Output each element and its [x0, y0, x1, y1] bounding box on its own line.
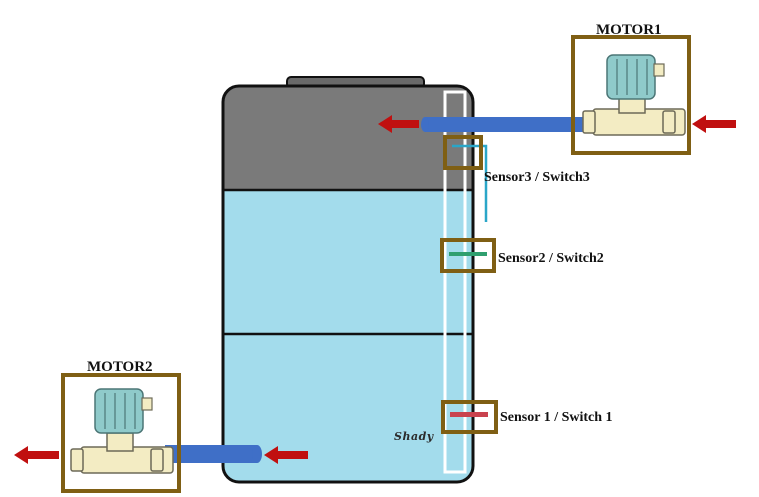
flow-arrow-left-motor1: [692, 115, 736, 133]
motor2-pump-icon: [61, 373, 181, 493]
sensor3-wire: [452, 144, 488, 222]
motor1-label: MOTOR1: [596, 22, 662, 38]
top-pipe: [421, 117, 590, 132]
sensor3-box: [443, 135, 483, 170]
tank-outline: [221, 84, 475, 484]
sensor1-bar: [450, 412, 488, 417]
tank-water-upper: [223, 190, 473, 334]
flow-arrow-left-top: [378, 115, 419, 133]
tank-brand-label: Shady: [394, 430, 434, 443]
motor2-label: MOTOR2: [87, 359, 153, 375]
sensor2-label: Sensor2 / Switch2: [498, 251, 604, 266]
sensor3-label: Sensor3 / Switch3: [484, 170, 590, 185]
sensor-column: [443, 90, 467, 474]
sensor1-label: Sensor 1 / Switch 1: [500, 410, 613, 425]
sensor1-box: [441, 400, 498, 434]
flow-arrow-left-bottom-outlet: [14, 446, 59, 464]
water-tank: [221, 76, 475, 484]
flow-arrow-left-bottom-inlet: [264, 446, 308, 464]
bottom-pipe: [165, 445, 262, 463]
tank-water-lower: [223, 334, 473, 482]
motor1-pump-icon: [571, 35, 691, 155]
sensor2-bar: [449, 252, 487, 256]
sensor2-box: [440, 238, 496, 273]
tank-empty-section: [223, 86, 473, 190]
